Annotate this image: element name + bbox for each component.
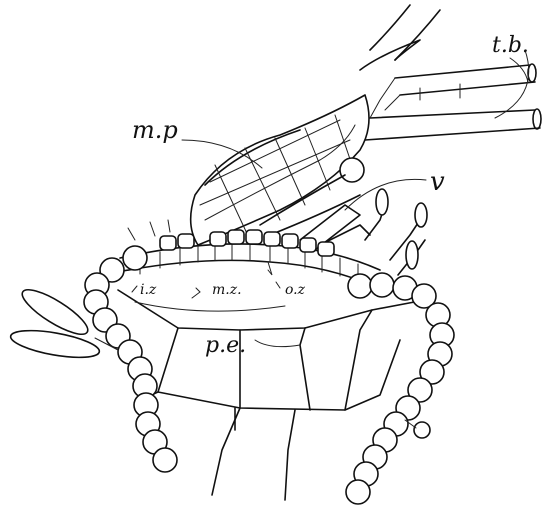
- stalked-hairs: [365, 189, 427, 275]
- right-filament: [346, 273, 454, 504]
- label-iz: i.z: [140, 282, 157, 298]
- label-mz: m.z.: [212, 282, 242, 298]
- label-v: v: [430, 167, 445, 197]
- label-mp: m.p: [132, 116, 178, 144]
- trichoblast-filaments: [360, 5, 541, 140]
- left-filament: [9, 246, 177, 472]
- label-tb: t.b.: [492, 33, 529, 58]
- label-pe: p.e.: [205, 333, 246, 358]
- label-oz: o.z: [285, 282, 306, 298]
